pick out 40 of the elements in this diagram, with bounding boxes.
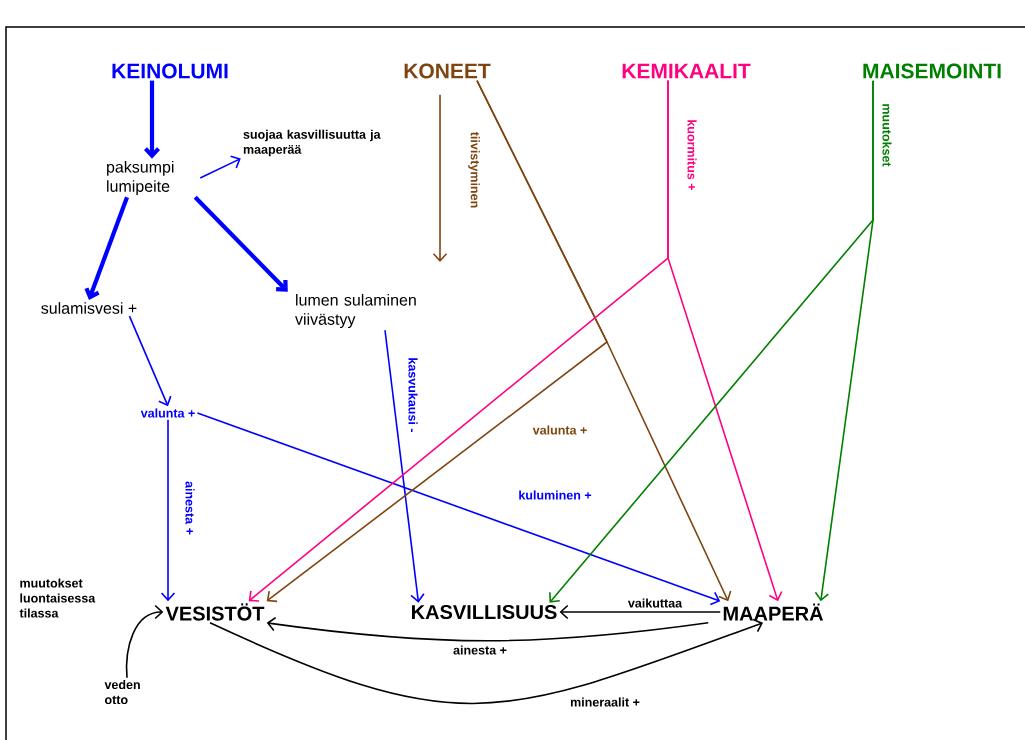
- node-text: veden otto: [104, 679, 140, 705]
- heading-text: KEINOLUMI: [112, 63, 228, 79]
- arrow: [196, 412, 721, 606]
- edge-label: valunta +: [531, 424, 589, 436]
- arrow: [125, 604, 164, 679]
- node-text: suojaa kasvillisuutta ja maaperää: [243, 129, 381, 157]
- arrow: [432, 93, 448, 262]
- node-text: sulamisvesi +: [41, 302, 137, 314]
- edge-label: tiivistyminen: [467, 130, 481, 210]
- edge-label: kuormitus +: [686, 118, 698, 192]
- arrow: [160, 419, 176, 602]
- node-text: paksumpi lumipeite: [107, 160, 174, 196]
- arrow: [384, 329, 425, 603]
- arrow: [209, 618, 763, 705]
- heading-text: MAISEMOINTI: [863, 63, 1001, 79]
- edge-label: mineraalit +: [569, 696, 641, 708]
- arrow: [193, 195, 288, 292]
- arrow: [84, 196, 129, 300]
- arrow: [559, 604, 722, 620]
- heading-text: KEMIKAALIT: [622, 63, 751, 79]
- note-text: muutokset luontaisessa tilassa: [19, 578, 96, 618]
- node-text: lumen sulaminen viivästyy: [295, 293, 416, 329]
- node-text: MAAPERÄ: [723, 603, 823, 621]
- arrow: [199, 155, 241, 179]
- heading-text: KONEET: [404, 63, 491, 79]
- arrow: [266, 79, 609, 603]
- arrow: [266, 616, 710, 642]
- edge-label: vaikuttaa: [626, 597, 684, 609]
- arrow: [814, 79, 874, 602]
- edge-label: ainesta +: [184, 480, 196, 536]
- node-text: valunta +: [140, 408, 195, 418]
- node-text: KASVILLISUUS: [412, 604, 557, 620]
- arrow: [128, 315, 172, 407]
- edge-label: kasvukausi -: [407, 356, 419, 434]
- arrow: [143, 80, 161, 159]
- edge-label: ainesta +: [452, 644, 508, 656]
- arrow: [667, 79, 783, 602]
- node-text: VESISTÖT: [165, 603, 265, 621]
- edge-label: kuluminen +: [517, 489, 593, 501]
- edge-label: muutokset: [881, 102, 893, 168]
